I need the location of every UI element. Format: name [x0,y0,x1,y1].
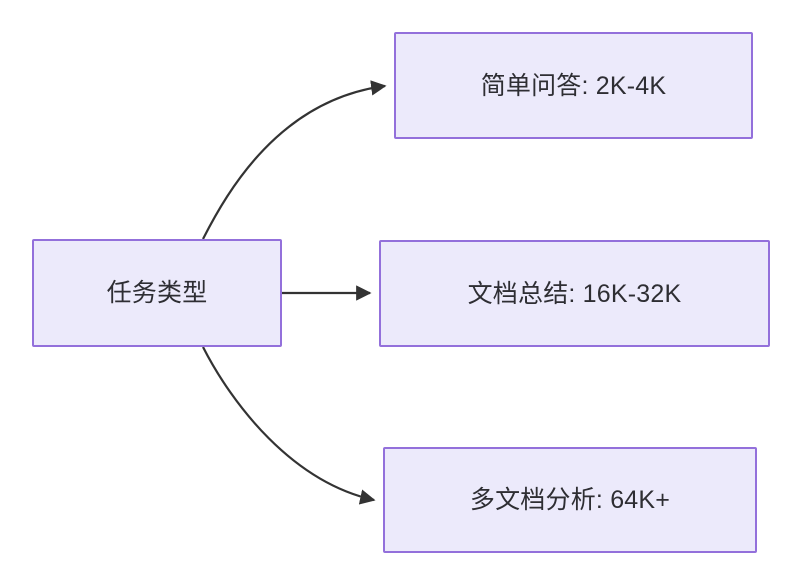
edge-root-to-multidoc-analysis [202,346,376,505]
node-task-type-label: 任务类型 [106,279,208,307]
node-doc-summary-label: 文档总结: 16K-32K [467,279,682,308]
node-task-type[interactable]: 任务类型 [32,239,282,347]
node-simple-qa[interactable]: 简单问答: 2K-4K [394,32,753,139]
node-multidoc-analysis[interactable]: 多文档分析: 64K+ [383,447,757,553]
node-doc-summary[interactable]: 文档总结: 16K-32K [379,240,770,347]
node-multidoc-analysis-label: 多文档分析: 64K+ [469,486,671,514]
edge-root-to-simple-qa [202,80,387,240]
node-simple-qa-label: 简单问答: 2K-4K [480,71,667,100]
